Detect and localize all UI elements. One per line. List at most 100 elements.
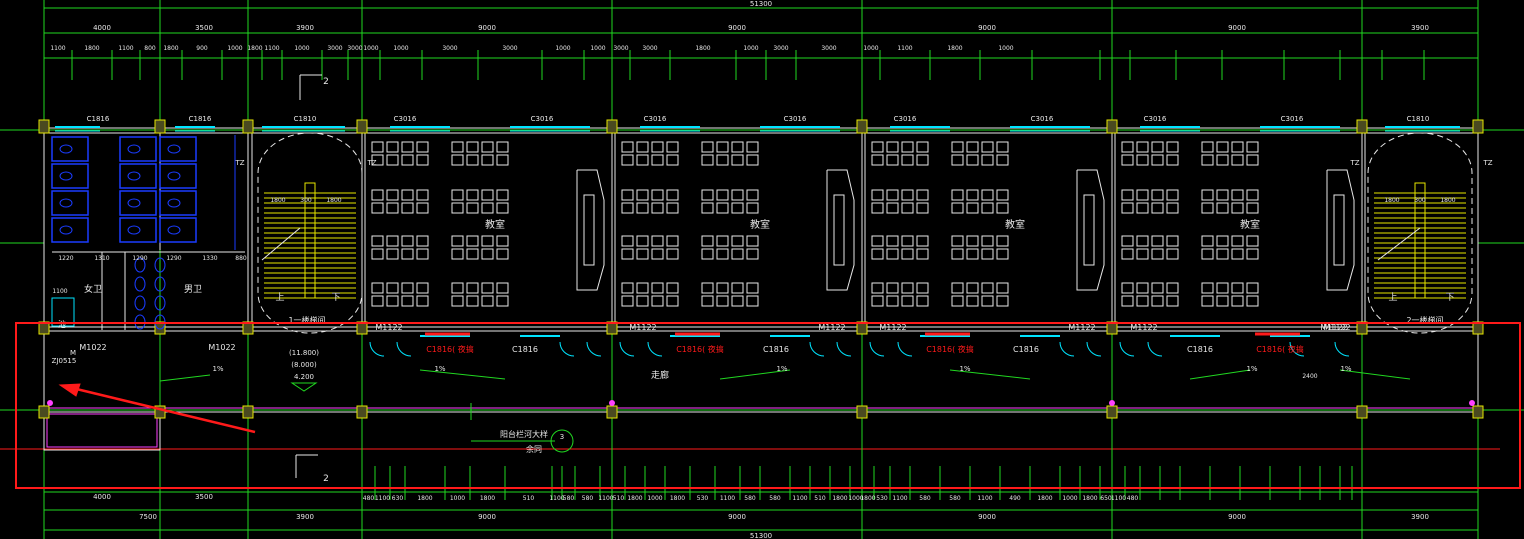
desk: [386, 141, 399, 153]
column: [38, 119, 50, 134]
room-label-classroom: 教室: [750, 218, 770, 231]
door-label: M1122: [879, 323, 906, 332]
desk: [636, 202, 649, 214]
desk: [666, 141, 679, 153]
desk: [916, 189, 929, 201]
corridor-window-label: C1816: [1187, 345, 1213, 354]
dim-sub-bottom: 580: [582, 495, 594, 502]
door-label: M1022: [79, 343, 106, 352]
desk: [701, 154, 714, 166]
desk: [1136, 248, 1149, 260]
door-swing: [1334, 341, 1350, 357]
desk: [951, 141, 964, 153]
desk: [716, 282, 729, 294]
blackboard: [583, 194, 595, 266]
dim-sub-bottom: 530: [876, 495, 888, 502]
section-mark: 2: [323, 77, 329, 87]
desk: [886, 154, 899, 166]
desk: [901, 248, 914, 260]
desk: [916, 154, 929, 166]
toilet-bowl: [59, 171, 73, 181]
dim-sub-top: 1800: [163, 45, 178, 52]
desk: [1216, 154, 1229, 166]
column: [242, 119, 254, 134]
desk: [951, 154, 964, 166]
desk: [966, 141, 979, 153]
desk: [716, 235, 729, 247]
stair-arrow: [261, 227, 301, 261]
desk: [746, 295, 759, 307]
desk: [886, 189, 899, 201]
room-label-stair2: 2一楼梯间: [1406, 315, 1443, 325]
stair-handrail: [304, 182, 316, 299]
desk: [996, 202, 1009, 214]
desk: [1121, 189, 1134, 201]
urinal: [134, 257, 146, 273]
blackboard: [833, 194, 845, 266]
desk: [496, 154, 509, 166]
dim-sub-top: 1000: [555, 45, 570, 52]
dim-sub-bottom: 1800: [1037, 495, 1052, 502]
classroom-desks: [371, 141, 1355, 307]
window-label: C1810: [1407, 115, 1430, 123]
corner-room: [43, 411, 161, 451]
urinal: [134, 295, 146, 311]
dim-sub-bottom: 630: [392, 495, 404, 502]
desk: [451, 235, 464, 247]
dim-sub-bottom: 1800: [670, 495, 685, 502]
stair-dim: 1800: [270, 197, 285, 204]
dim-sub-top: 1000: [863, 45, 878, 52]
desk: [451, 295, 464, 307]
desk: [1216, 282, 1229, 294]
window-label: C3016: [784, 115, 807, 123]
desk: [496, 295, 509, 307]
toilet-stall: [159, 163, 197, 189]
desk: [746, 248, 759, 260]
tz-label: TZ: [366, 159, 376, 167]
window-label: C3016: [644, 115, 667, 123]
desk: [1166, 189, 1179, 201]
dim-sub-top: 1800: [84, 45, 99, 52]
desk: [1121, 282, 1134, 294]
desk: [1121, 248, 1134, 260]
door-swing: [869, 341, 885, 357]
slope-arrow: [719, 369, 791, 380]
dim-sub-bottom: 580: [744, 495, 756, 502]
desk: [1151, 235, 1164, 247]
window-label: C3016: [894, 115, 917, 123]
dim-bay-top: 4000: [93, 24, 111, 32]
door-label: M1122: [1130, 323, 1157, 332]
desk: [416, 202, 429, 214]
desk: [481, 282, 494, 294]
stair-arrow: [1377, 227, 1421, 261]
window-label: C3016: [1031, 115, 1054, 123]
desk: [746, 235, 759, 247]
desk: [746, 141, 759, 153]
desk: [886, 295, 899, 307]
desk: [981, 235, 994, 247]
door-swing: [619, 341, 635, 357]
desk: [886, 282, 899, 294]
desk: [1121, 202, 1134, 214]
desk: [1121, 295, 1134, 307]
desk: [651, 189, 664, 201]
door-label: M1122: [1068, 323, 1095, 332]
desk: [916, 295, 929, 307]
balcony-detail-label-2: 余同: [526, 444, 542, 454]
column: [356, 405, 368, 419]
desk: [966, 189, 979, 201]
desk: [1201, 154, 1214, 166]
desk: [1151, 141, 1164, 153]
desk: [1201, 189, 1214, 201]
door-swing: [809, 341, 825, 357]
dim-sub-bottom: 1100: [375, 495, 390, 502]
dim-sub-bottom: 1100: [977, 495, 992, 502]
desk: [401, 295, 414, 307]
desk: [451, 189, 464, 201]
desk: [716, 295, 729, 307]
desk: [1136, 235, 1149, 247]
desk: [636, 235, 649, 247]
desk: [1216, 295, 1229, 307]
desk: [1136, 141, 1149, 153]
